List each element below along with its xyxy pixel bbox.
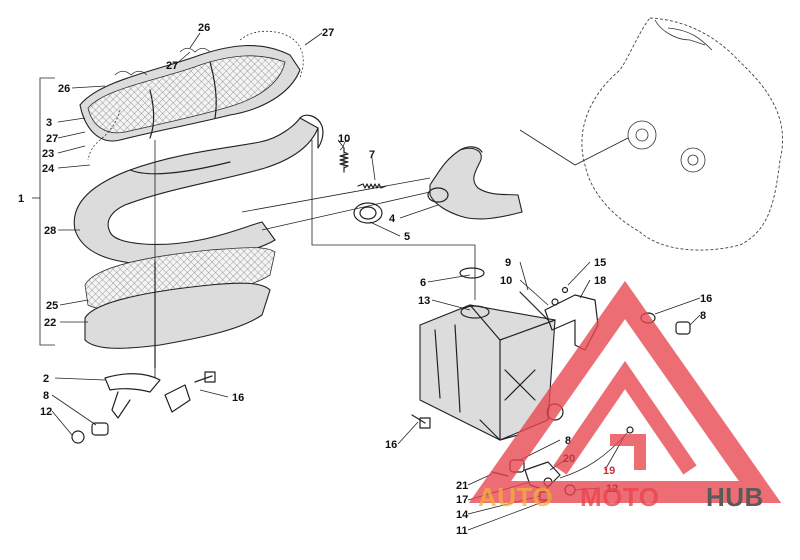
engine-outline <box>519 17 784 251</box>
callout-17: 17 <box>456 494 468 506</box>
callout-26-left: 26 <box>58 83 70 95</box>
callout-13: 13 <box>418 295 430 307</box>
callout-22: 22 <box>44 317 56 329</box>
callout-25: 25 <box>46 300 58 312</box>
callout-19: 19 <box>603 465 615 477</box>
callout-8-lower: 8 <box>565 435 571 447</box>
callout-23: 23 <box>42 148 54 160</box>
callout-15: 15 <box>594 257 606 269</box>
silencer-box <box>419 267 564 441</box>
callout-10-mid: 10 <box>500 275 512 287</box>
watermark-auto: AUTO <box>478 482 553 512</box>
callout-11: 11 <box>456 525 468 537</box>
watermark-text: AUTO MOTO HUB <box>478 482 764 512</box>
springs-mid <box>339 139 387 189</box>
callout-16-right: 16 <box>700 293 712 305</box>
watermark-moto: MOTO <box>580 482 660 512</box>
callout-26-top: 26 <box>198 22 210 34</box>
callout-2: 2 <box>43 373 49 385</box>
callout-6: 6 <box>420 277 426 289</box>
group-bracket-1 <box>32 77 55 346</box>
callout-9: 9 <box>505 257 511 269</box>
callout-27-left: 27 <box>46 133 58 145</box>
callout-1: 1 <box>18 193 24 205</box>
callout-27-top: 27 <box>322 27 334 39</box>
callout-7: 7 <box>369 149 375 161</box>
watermark-hub: HUB <box>706 482 764 512</box>
callout-28: 28 <box>44 225 56 237</box>
callout-10-top: 10 <box>338 133 350 145</box>
callout-27-mid: 27 <box>166 60 178 72</box>
callout-14: 14 <box>456 509 469 521</box>
springs-top <box>87 30 304 161</box>
heat-shield <box>79 45 301 142</box>
callout-16-left: 16 <box>232 392 244 404</box>
callout-8-left: 8 <box>43 390 49 402</box>
lower-shields <box>84 247 276 369</box>
leader-connectors <box>154 140 476 378</box>
callout-labels: 1 2 3 4 5 6 7 8 8 8 9 10 10 11 12 12 13 … <box>18 22 712 537</box>
callout-24: 24 <box>42 163 55 175</box>
callout-12-left: 12 <box>40 406 52 418</box>
callout-8-right: 8 <box>700 310 706 322</box>
bracket-left <box>71 371 216 444</box>
callout-21: 21 <box>456 480 468 492</box>
watermark-logo <box>468 280 782 503</box>
callout-4: 4 <box>389 213 396 225</box>
callout-5: 5 <box>404 231 410 243</box>
callout-3: 3 <box>46 117 52 129</box>
callout-16-lower: 16 <box>385 439 397 451</box>
callout-18: 18 <box>594 275 606 287</box>
manifold <box>353 146 523 224</box>
